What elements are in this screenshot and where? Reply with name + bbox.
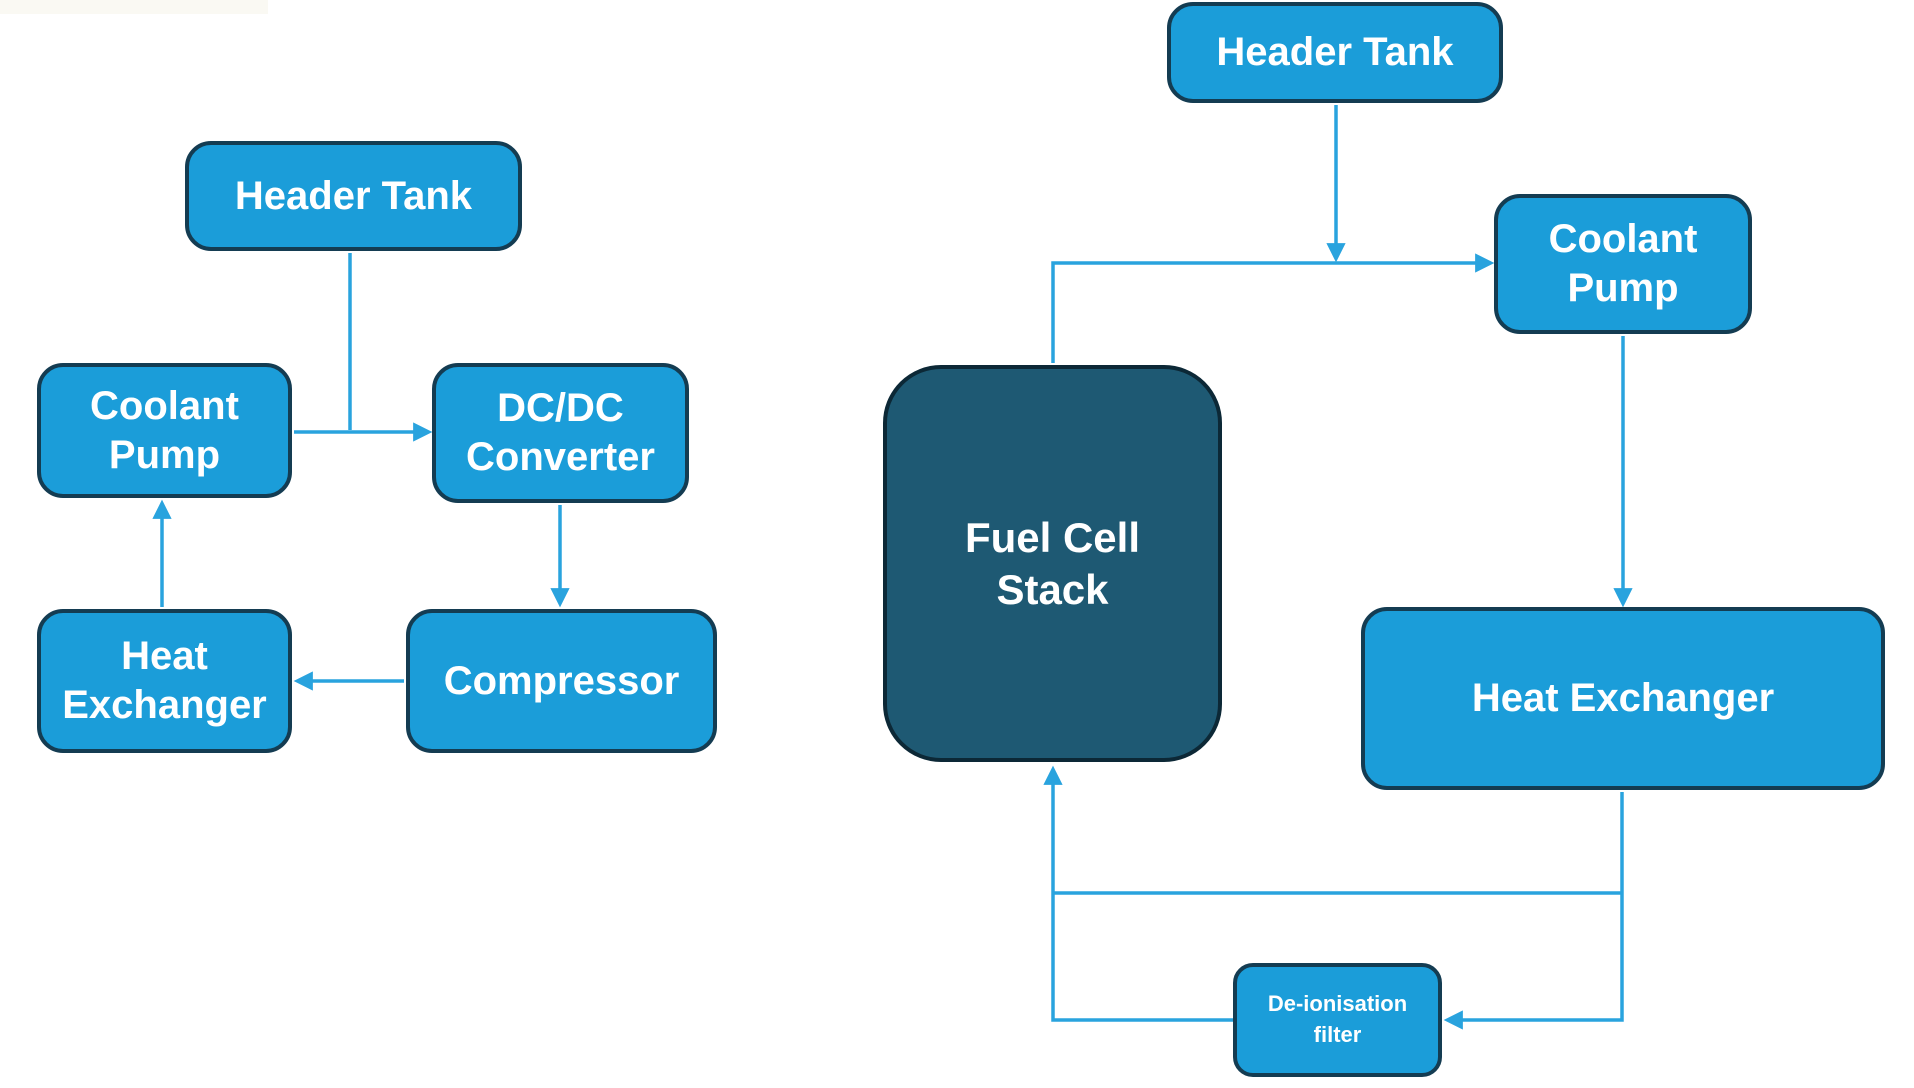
connector-deionisation-filter-to-fuel-cell-stack: [1043, 765, 1233, 1022]
node-compressor: Compressor: [406, 609, 717, 753]
node-coolant-pump-left: Coolant Pump: [37, 363, 292, 498]
node-label: DC/DC Converter: [466, 386, 655, 479]
node-heat-exchanger-left: Heat Exchanger: [37, 609, 292, 753]
node-deionisation-filter: De-ionisation filter: [1233, 963, 1442, 1077]
node-label: Coolant Pump: [90, 383, 239, 477]
node-heat-exchanger-right: Heat Exchanger: [1361, 607, 1885, 790]
node-label: Coolant Pump: [1548, 217, 1698, 310]
node-dcdc-converter: DC/DC Converter: [432, 363, 689, 503]
node-label: Compressor: [443, 658, 680, 703]
node-label: De-ionisation filter: [1267, 991, 1408, 1047]
node-label: Header Tank: [234, 173, 473, 218]
top-left-artifact: [0, 0, 268, 14]
connector-fuel-cell-stack-to-right-coolant-pump: [1051, 253, 1495, 363]
node-label: Heat Exchanger: [1471, 676, 1775, 721]
node-fuel-cell-stack: Fuel Cell Stack: [883, 365, 1222, 762]
node-header-tank-right: Header Tank: [1167, 2, 1503, 103]
node-coolant-pump-right: Coolant Pump: [1494, 194, 1752, 334]
connector-right-heat-exchanger-to-deionisation-filter: [1443, 792, 1624, 1030]
node-label: Heat Exchanger: [62, 634, 267, 727]
node-label: Header Tank: [1216, 30, 1454, 75]
node-header-tank-left: Header Tank: [185, 141, 522, 251]
node-label: Fuel Cell Stack: [964, 514, 1141, 613]
